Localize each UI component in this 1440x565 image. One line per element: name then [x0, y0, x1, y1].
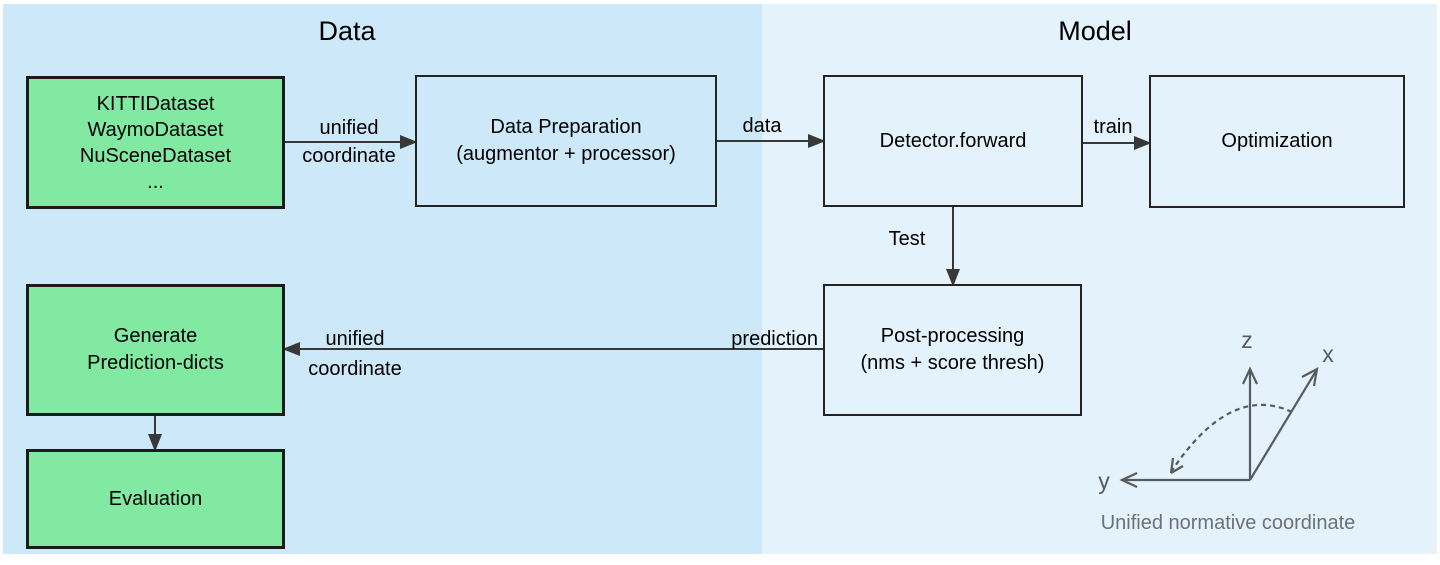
generate-prediction-line: Prediction-dicts: [87, 352, 224, 374]
detector-forward-label: Detector.forward: [879, 129, 1027, 152]
test-edge-label: Test: [888, 228, 926, 250]
x-axis-label: x: [1322, 341, 1334, 367]
data-preparation-box: Data Preparation (augmentor + processor): [415, 75, 717, 207]
post-processing-subtitle: (nms + score thresh): [860, 352, 1045, 374]
evaluation-label: Evaluation: [108, 487, 203, 510]
prediction-edge-label: prediction: [731, 328, 818, 350]
y-axis-label: y: [1098, 468, 1110, 494]
axes-caption: Unified normative coordinate: [1100, 512, 1356, 534]
datasets-line: NuSceneDataset: [79, 144, 232, 167]
model-section-title: Model: [1058, 16, 1132, 46]
datasets-line: ...: [147, 170, 164, 193]
data-section-title: Data: [318, 16, 376, 46]
unified-coordinate-word: unified: [319, 117, 379, 139]
detector-forward-box: Detector.forward: [823, 75, 1083, 207]
evaluation-box: Evaluation: [26, 449, 285, 549]
post-processing-box: Post-processing (nms + score thresh): [823, 284, 1082, 416]
unified-coordinate-word: coordinate: [308, 358, 402, 380]
data-edge-label: data: [742, 115, 782, 137]
unified-coordinate-word: coordinate: [302, 145, 396, 167]
unified-coordinate-label-in: unified coordinate: [284, 117, 414, 167]
datasets-line: WaymoDataset: [87, 118, 224, 141]
optimization-label: Optimization: [1221, 130, 1333, 152]
generate-prediction-line: Generate: [113, 325, 198, 347]
generate-prediction-dicts-box: Generate Prediction-dicts: [26, 284, 285, 416]
datasets-box: KITTIDataset WaymoDataset NuSceneDataset…: [26, 76, 285, 209]
z-axis-label: z: [1241, 327, 1253, 353]
optimization-box: Optimization: [1149, 75, 1405, 208]
data-preparation-subtitle: (augmentor + processor): [456, 143, 676, 165]
datasets-line: KITTIDataset: [96, 92, 215, 115]
unified-coordinate-word: unified: [325, 328, 385, 350]
train-edge-label: train: [1093, 116, 1133, 138]
unified-coordinate-label-out: unified coordinate: [285, 328, 425, 380]
post-processing-title: Post-processing: [880, 325, 1025, 347]
data-preparation-title: Data Preparation: [490, 116, 642, 138]
